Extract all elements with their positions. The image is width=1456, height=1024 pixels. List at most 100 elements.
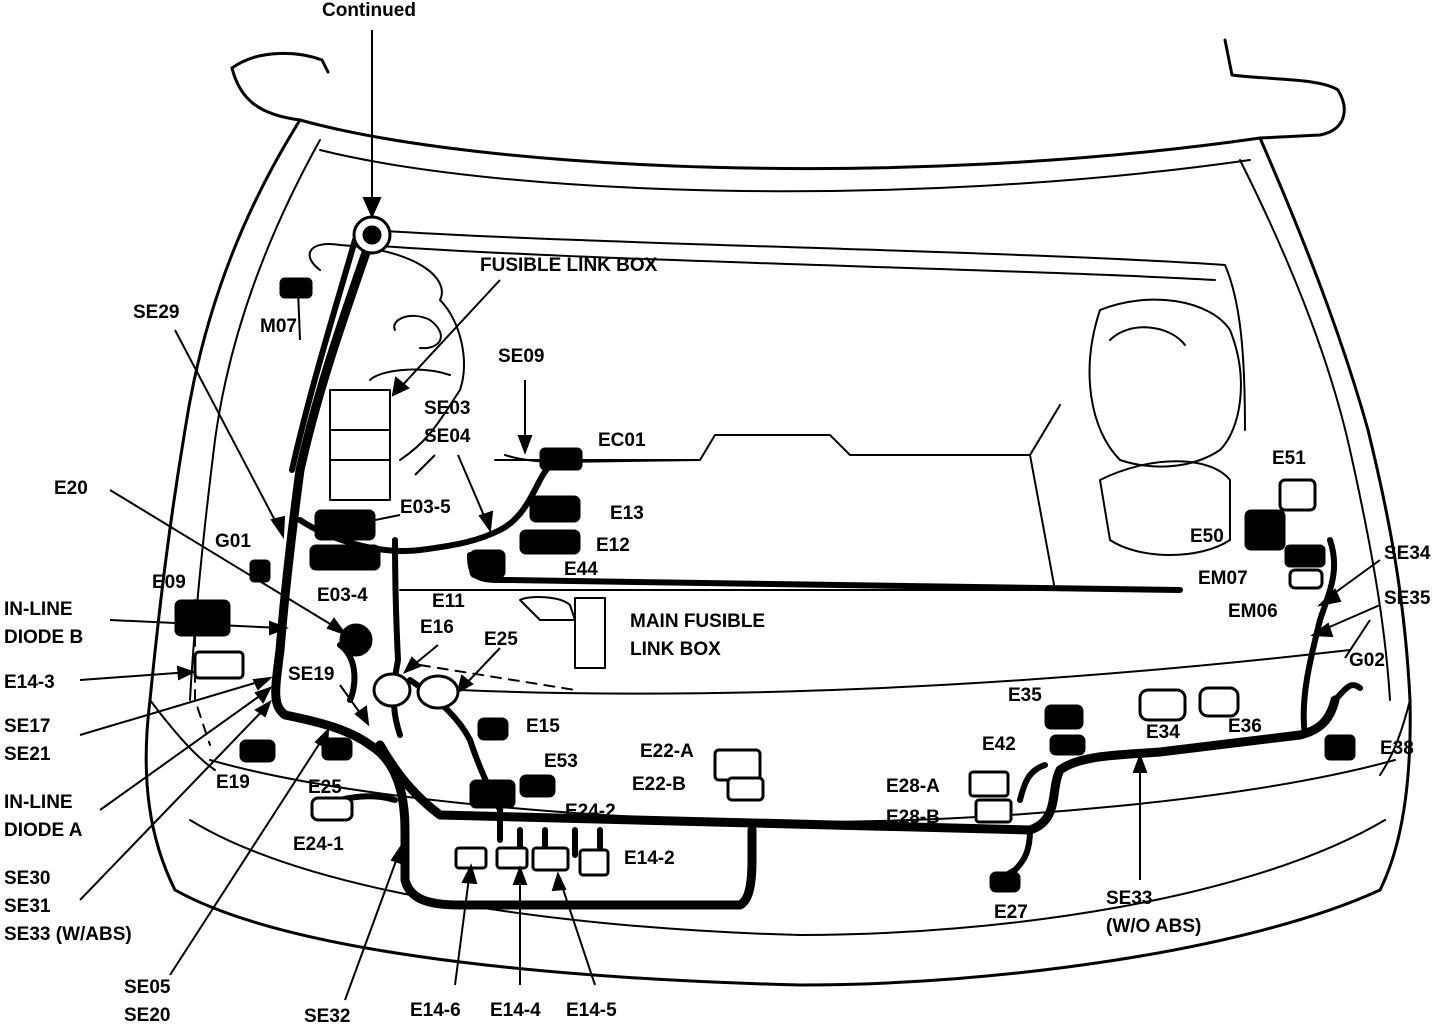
- label-se33-wabs: SE33 (W/ABS): [4, 924, 132, 945]
- connector-e42: [1049, 734, 1086, 756]
- connector-e22-a: [713, 748, 762, 782]
- connector-e25-top: [416, 674, 460, 710]
- connector-e13: [529, 495, 581, 523]
- label-e22-a: E22-A: [640, 741, 694, 762]
- label-e24-2: E24-2: [565, 801, 616, 822]
- label-e12: E12: [596, 535, 630, 556]
- label-se09: SE09: [498, 346, 544, 367]
- connector-e09: [174, 599, 231, 637]
- label-e42: E42: [982, 734, 1016, 755]
- label-e28-b: E28-B: [886, 807, 940, 828]
- connector-e51: [1278, 478, 1317, 512]
- label-inline-diode-b-line1: IN-LINE: [4, 599, 73, 620]
- label-g01: G01: [215, 531, 251, 552]
- connector-e28-a: [968, 770, 1010, 798]
- connector-e14-4: [495, 846, 529, 870]
- label-e25-bottom: E25: [308, 777, 342, 798]
- label-main-fusible-line1: MAIN FUSIBLE: [630, 611, 765, 632]
- label-se33-woabs-line1: SE33: [1106, 888, 1152, 909]
- connector-e14-2: [578, 848, 610, 877]
- label-em07: EM07: [1198, 568, 1248, 589]
- label-se30: SE30: [4, 868, 50, 889]
- label-se34: SE34: [1384, 543, 1431, 564]
- connector-e20: [339, 623, 373, 657]
- label-se21: SE21: [4, 744, 51, 765]
- connectors: [174, 215, 1356, 893]
- label-e03-5: E03-5: [400, 497, 451, 518]
- connector-e35: [1044, 704, 1084, 730]
- connector-e16: [372, 672, 412, 708]
- connector-e38: [1324, 734, 1356, 761]
- connector-e14-5: [531, 846, 570, 872]
- label-se04: SE04: [424, 426, 471, 447]
- label-m07: M07: [260, 316, 297, 337]
- connector-e50: [1244, 509, 1286, 551]
- connector-e22-b: [726, 776, 765, 802]
- label-e34: E34: [1146, 722, 1180, 743]
- label-se19: SE19: [288, 664, 334, 685]
- connector-e12: [519, 529, 581, 555]
- connector-e36: [1198, 686, 1240, 718]
- component-labels: Continued FUSIBLE LINK BOX SE29 M07 SE09…: [4, 0, 1431, 1024]
- label-e19: E19: [216, 772, 250, 793]
- label-se17: SE17: [4, 716, 50, 737]
- label-inline-diode-a-line1: IN-LINE: [4, 792, 73, 813]
- label-e14-6: E14-6: [410, 1000, 461, 1021]
- connector-e19: [239, 739, 276, 763]
- label-se32: SE32: [304, 1006, 350, 1024]
- connector-e24-2: [469, 779, 516, 809]
- label-g02: G02: [1349, 650, 1385, 671]
- label-fusible-link-box: FUSIBLE LINK BOX: [480, 255, 658, 276]
- label-e11: E11: [432, 591, 465, 612]
- connector-e53: [519, 774, 556, 798]
- label-e22-b: E22-B: [632, 774, 686, 795]
- connector-se19: [321, 737, 353, 761]
- label-se05: SE05: [124, 977, 171, 998]
- connector-e15: [477, 717, 509, 741]
- label-e28-a: E28-A: [886, 776, 940, 797]
- label-e14-5: E14-5: [566, 1000, 617, 1021]
- harness-grommet-core: [362, 225, 382, 245]
- label-inline-diode-a-line2: DIODE A: [4, 820, 83, 841]
- connector-e14-3: [193, 650, 245, 680]
- label-e25-top: E25: [484, 629, 518, 650]
- label-e14-3: E14-3: [4, 672, 55, 693]
- label-e16: E16: [420, 617, 454, 638]
- label-se20: SE20: [124, 1005, 170, 1024]
- connector-em07: [1284, 544, 1326, 568]
- connector-e44: [469, 549, 506, 579]
- label-e50: E50: [1190, 526, 1224, 547]
- label-se29: SE29: [133, 302, 179, 323]
- label-e09: E09: [152, 572, 186, 593]
- connector-e25-bottom: [310, 796, 354, 822]
- connector-m07: [279, 277, 313, 299]
- label-se03: SE03: [424, 398, 470, 419]
- label-e36: E36: [1228, 716, 1262, 737]
- label-e53: E53: [544, 751, 578, 772]
- label-e44: E44: [564, 559, 598, 580]
- label-e35: E35: [1008, 685, 1042, 706]
- label-e14-2: E14-2: [624, 848, 675, 869]
- label-ec01: EC01: [598, 430, 646, 451]
- label-e13: E13: [610, 503, 644, 524]
- label-se33-woabs-line2: (W/O ABS): [1106, 916, 1201, 937]
- label-e14-4: E14-4: [490, 1000, 541, 1021]
- label-main-fusible-line2: LINK BOX: [630, 639, 721, 660]
- label-em06: EM06: [1228, 601, 1278, 622]
- label-e24-1: E24-1: [293, 834, 344, 855]
- connector-e03-4: [309, 544, 381, 571]
- label-e03-4: E03-4: [317, 585, 368, 606]
- label-e38: E38: [1380, 738, 1414, 759]
- label-e27: E27: [994, 902, 1028, 923]
- connector-g01: [249, 559, 271, 583]
- label-se31: SE31: [4, 896, 51, 917]
- label-inline-diode-b-line2: DIODE B: [4, 627, 83, 648]
- connector-e28-b: [974, 798, 1013, 824]
- connector-em06: [1288, 568, 1324, 590]
- connector-e27: [989, 871, 1021, 893]
- label-e20: E20: [54, 478, 88, 499]
- label-se35: SE35: [1384, 588, 1431, 609]
- label-continued: Continued: [322, 0, 416, 21]
